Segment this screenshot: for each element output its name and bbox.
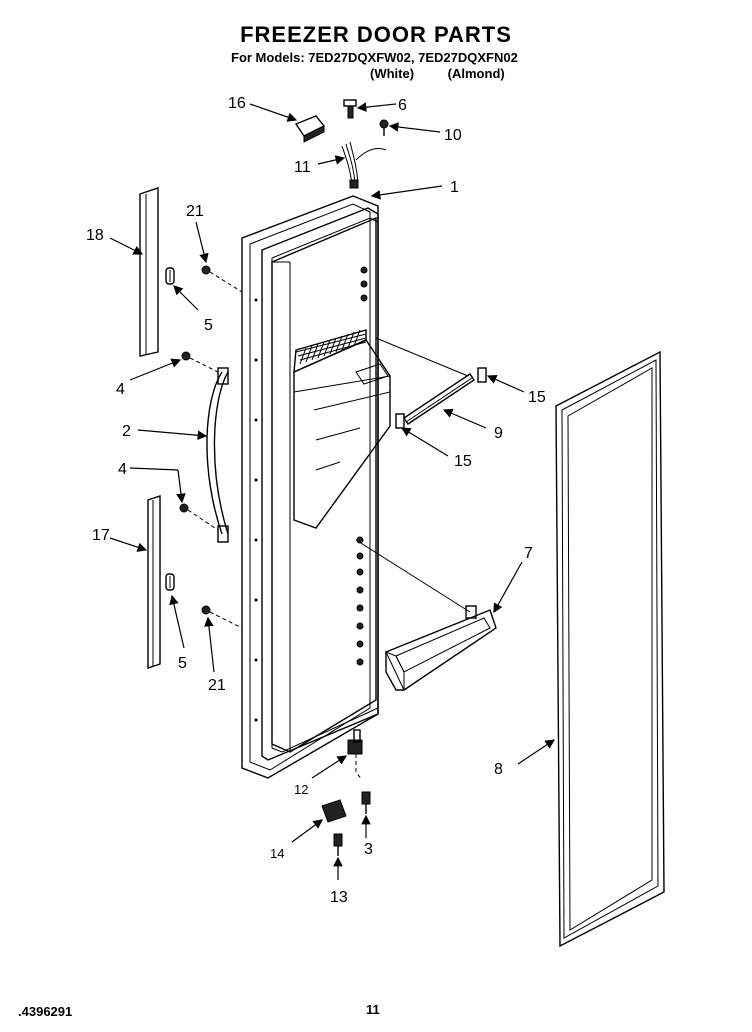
callout-16: 16 bbox=[228, 95, 246, 112]
door-edge-screws bbox=[254, 298, 258, 722]
lower-trim-strip bbox=[147, 495, 161, 669]
callout-12: 12 bbox=[294, 782, 308, 797]
model-numbers: For Models: 7ED27DQXFW02, 7ED27DQXFN02 bbox=[231, 50, 518, 65]
callout-14: 14 bbox=[270, 846, 284, 861]
callout-2: 2 bbox=[122, 423, 131, 440]
callout-4-upper: 4 bbox=[116, 381, 125, 398]
hinge-bracket bbox=[321, 799, 347, 823]
page-title: FREEZER DOOR PARTS bbox=[240, 22, 512, 47]
bracket-screw bbox=[333, 833, 343, 856]
upper-trim-strip bbox=[139, 187, 159, 357]
callout-9: 9 bbox=[494, 425, 503, 442]
door-handle bbox=[206, 367, 229, 543]
door-gasket bbox=[555, 350, 665, 948]
screw-21-upper bbox=[201, 265, 211, 275]
door-bin bbox=[385, 605, 497, 691]
wire-harness bbox=[341, 141, 387, 189]
callout-5-lower: 5 bbox=[178, 655, 187, 672]
shelf-rail bbox=[403, 373, 475, 425]
door-panel bbox=[241, 195, 379, 779]
callout-6: 6 bbox=[398, 97, 407, 114]
liner-dimples bbox=[356, 266, 368, 666]
callout-4-lower: 4 bbox=[118, 461, 127, 478]
callout-15-upper: 15 bbox=[528, 389, 546, 406]
leader-lines bbox=[109, 102, 555, 880]
callout-7: 7 bbox=[524, 545, 533, 562]
rail-bracket-upper bbox=[477, 367, 487, 383]
color-variants: (White) (Almond) bbox=[370, 66, 535, 81]
callout-8: 8 bbox=[494, 761, 503, 778]
callout-10: 10 bbox=[444, 127, 462, 144]
trim-clip-lower bbox=[165, 573, 175, 591]
dispenser-housing bbox=[293, 329, 391, 529]
callout-17: 17 bbox=[92, 527, 110, 544]
callout-18: 18 bbox=[86, 227, 104, 244]
hinge-screw bbox=[361, 791, 371, 814]
callout-labels: 1 2 3 4 4 5 5 6 7 8 9 10 11 12 13 14 15 … bbox=[86, 95, 546, 906]
variant-white: (White) bbox=[370, 66, 415, 81]
screw-10 bbox=[379, 119, 389, 136]
callout-11: 11 bbox=[294, 159, 311, 176]
trim-clip-upper bbox=[165, 267, 175, 285]
dispenser-grille bbox=[299, 329, 361, 365]
screw-21-lower bbox=[201, 605, 211, 615]
callout-21-upper: 21 bbox=[186, 203, 204, 220]
screw-4-upper bbox=[181, 351, 191, 361]
variant-almond: (Almond) bbox=[447, 66, 505, 81]
callout-3: 3 bbox=[364, 841, 373, 858]
callout-5-upper: 5 bbox=[204, 317, 213, 334]
callout-15-lower: 15 bbox=[454, 453, 472, 470]
callout-1: 1 bbox=[450, 179, 459, 196]
rail-bracket-lower bbox=[395, 413, 405, 429]
document-number: .4396291 bbox=[18, 1004, 73, 1019]
callout-21-lower: 21 bbox=[208, 677, 226, 694]
hinge-bushing bbox=[347, 729, 363, 755]
wire-connector bbox=[294, 115, 326, 143]
page-number: 11 bbox=[366, 1002, 380, 1017]
callout-13: 13 bbox=[330, 889, 348, 906]
screw-4-lower bbox=[179, 503, 189, 513]
screw-6 bbox=[343, 99, 357, 119]
